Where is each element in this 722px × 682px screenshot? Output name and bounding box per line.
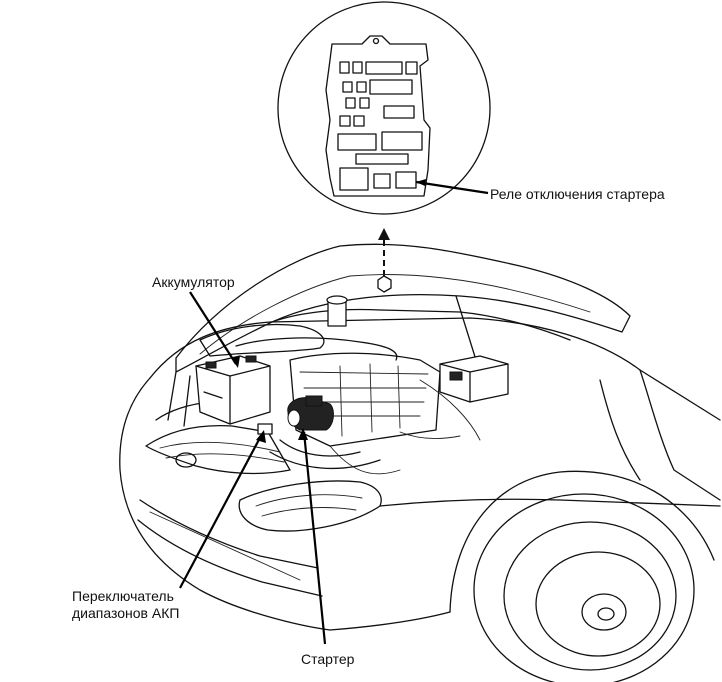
battery-label: Аккумулятор bbox=[152, 274, 235, 290]
car-engine-bay-illustration bbox=[119, 243, 721, 682]
fuse-box-circle-icon bbox=[277, 1, 491, 215]
starter-relay-label: Реле отключения стартера bbox=[490, 186, 665, 202]
detail-pointer bbox=[377, 228, 392, 293]
starter-label: Стартер bbox=[301, 651, 355, 667]
range-switch-label-line1: Переключатель bbox=[72, 588, 174, 604]
range-switch-label-line2: диапазонов АКП bbox=[72, 605, 179, 621]
